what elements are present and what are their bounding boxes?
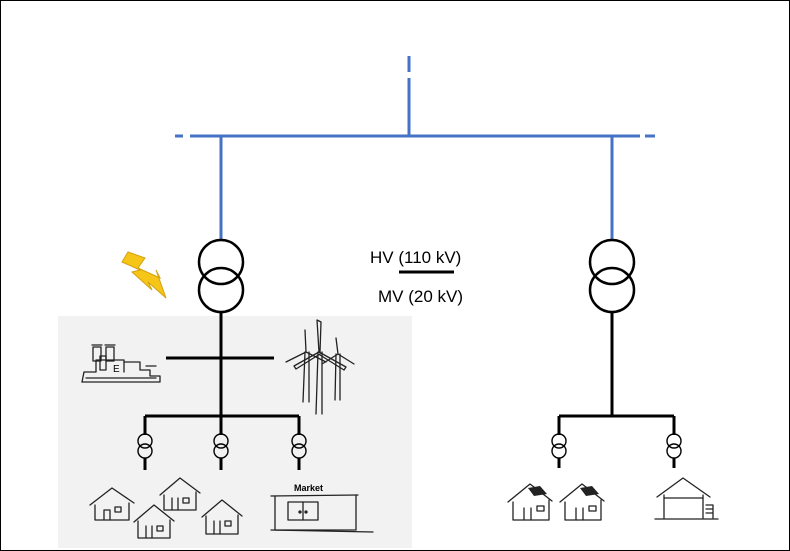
solar-house-icon xyxy=(559,483,605,521)
solar-house-icon xyxy=(507,483,553,521)
transformer-icon xyxy=(666,433,682,459)
hv-label: HV (110 kV) xyxy=(370,248,461,267)
mv-label: MV (20 kV) xyxy=(378,287,463,306)
transformer-icon xyxy=(551,433,567,459)
mv-network-left xyxy=(143,312,301,470)
wind-turbine-icon xyxy=(285,319,355,415)
house-icon xyxy=(89,487,135,521)
mv-network-right xyxy=(557,312,676,468)
transformer-icon xyxy=(213,433,229,459)
house-icon xyxy=(133,504,175,539)
market-label: Market xyxy=(294,483,323,493)
power-plant-letter: E xyxy=(113,364,120,375)
transformer-icon xyxy=(291,433,307,459)
district-area xyxy=(58,316,412,548)
market-building-icon xyxy=(270,494,374,533)
transformer-icon xyxy=(197,238,245,314)
lightning-bolt-icon xyxy=(121,251,167,299)
barn-icon xyxy=(654,477,719,520)
hv-network xyxy=(175,56,655,240)
house-icon xyxy=(201,499,243,535)
solar-panel-icon xyxy=(528,486,547,496)
house-icon xyxy=(159,477,201,511)
transformer-icon xyxy=(588,238,636,314)
transformer-icon xyxy=(137,433,153,459)
solar-panel-icon xyxy=(580,486,599,496)
power-plant-icon xyxy=(81,344,161,383)
